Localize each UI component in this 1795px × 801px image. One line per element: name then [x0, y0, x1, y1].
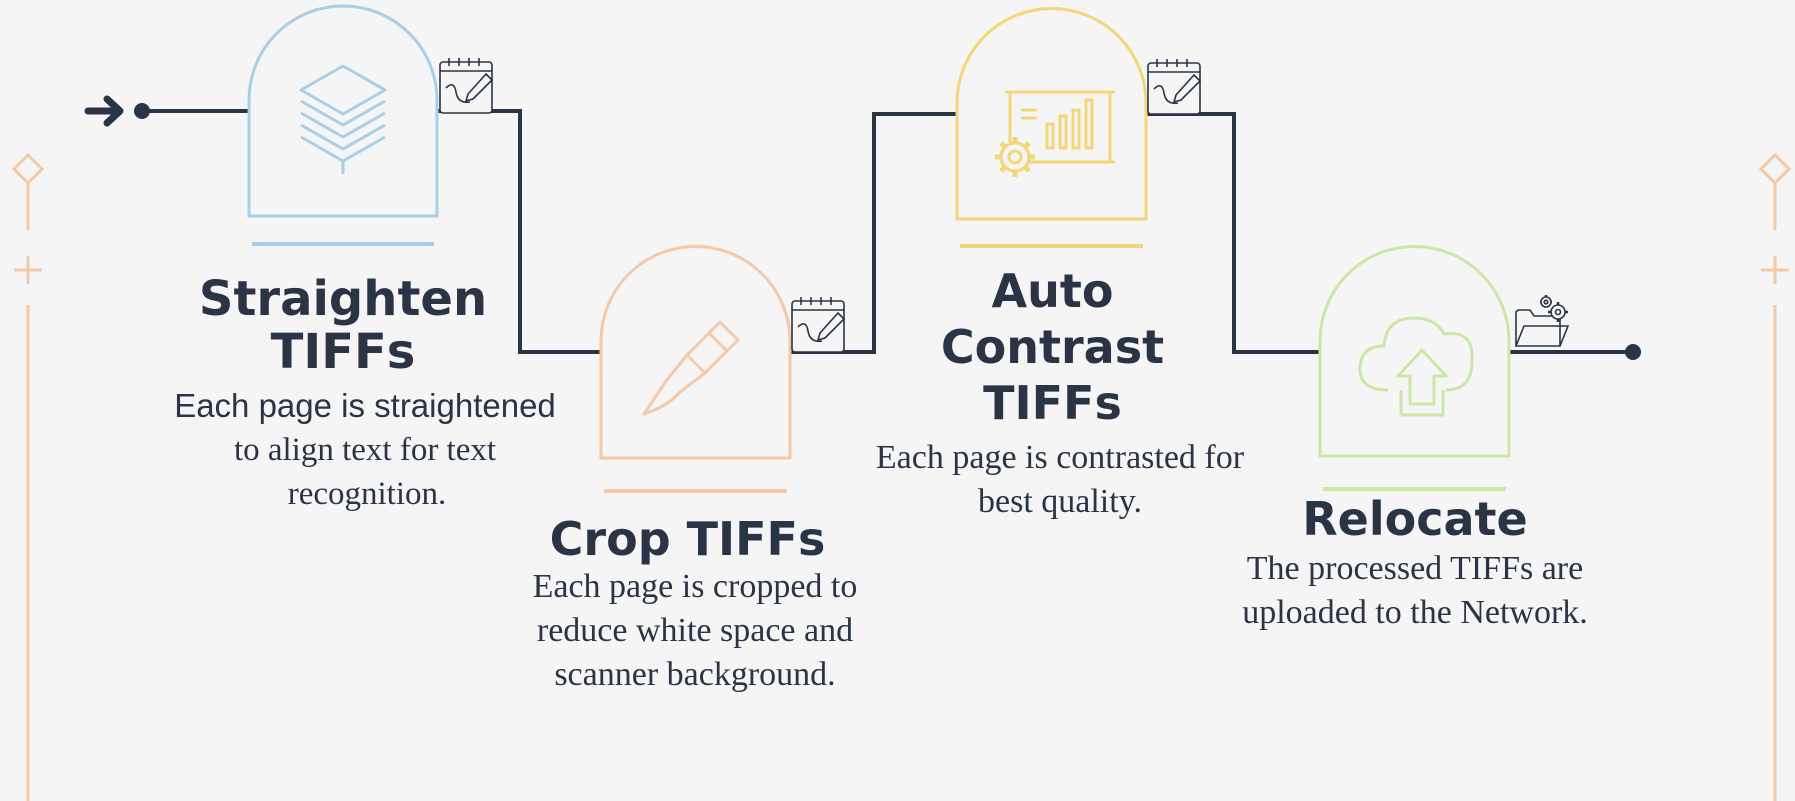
- stacked-layers-icon: [299, 64, 387, 174]
- folder-gears-icon: [1515, 295, 1570, 347]
- step-description-relocate: The processed TIFFs are uploaded to the …: [1242, 550, 1588, 632]
- step-auto-contrast: [955, 7, 1148, 248]
- step-title-straighten: Straighten TIFFs: [198, 271, 488, 380]
- step-title-relocate: Relocate: [1302, 492, 1528, 546]
- step-description-auto-contrast: Each page is contrasted for best quality…: [875, 439, 1245, 521]
- start-dot: [134, 103, 150, 119]
- step-relocate: [1318, 245, 1511, 491]
- notepad-pencil-icon: [439, 58, 494, 114]
- step-arch: [955, 7, 1148, 221]
- step-arch: [247, 4, 439, 218]
- step-arch: [599, 245, 792, 460]
- notepad-pencil-icon: [791, 297, 846, 353]
- cloud-upload-icon: [1358, 316, 1474, 417]
- left-side-ornament: [11, 152, 45, 801]
- step-straighten: [247, 4, 439, 246]
- step-crop: [599, 245, 792, 493]
- scalpel-icon: [642, 320, 740, 416]
- start-arrow-icon: [84, 95, 124, 127]
- right-side-ornament: [1758, 152, 1792, 801]
- step-title-auto-contrast: Auto Contrast TIFFs: [940, 264, 1165, 431]
- step-description-crop: Each page is cropped to reduce white spa…: [532, 568, 858, 694]
- step-arch: [1318, 245, 1511, 458]
- step-title-crop: Crop TIFFs: [549, 512, 826, 566]
- end-dot: [1625, 344, 1641, 360]
- step-description-straighten: Each page is straightened to align text …: [174, 387, 556, 513]
- presentation-gear-icon: [995, 90, 1115, 177]
- notepad-pencil-icon: [1147, 59, 1202, 115]
